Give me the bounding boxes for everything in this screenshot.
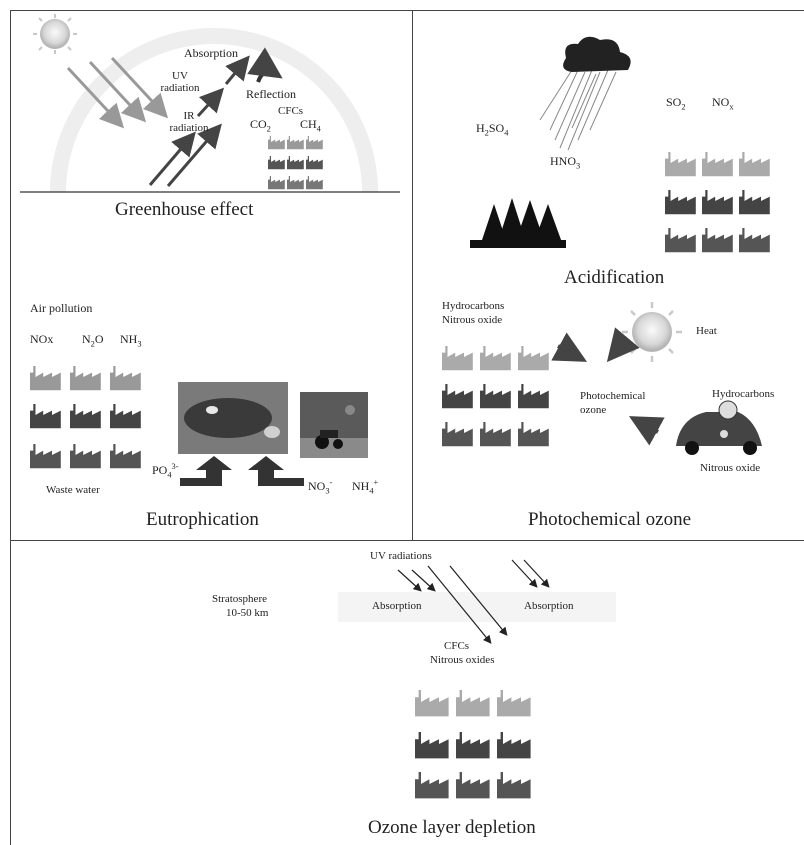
greenhouse-ch4-label: CH4	[300, 117, 321, 134]
eutro-nh3-label: NH3	[120, 332, 142, 349]
uv-text: UV	[172, 70, 188, 82]
ozone-graphic	[338, 559, 616, 799]
ozone-altitude-label: 10-50 km	[226, 607, 269, 619]
greenhouse-co2-label: CO2	[250, 117, 271, 134]
eutrophication-title: Eutrophication	[146, 509, 259, 530]
nh4-text: NH	[352, 479, 370, 493]
outer-border-top	[10, 10, 804, 11]
greenhouse-title: Greenhouse effect	[115, 199, 254, 220]
po4-sub: 4	[167, 470, 172, 480]
no3-text: NO	[308, 479, 326, 493]
nox-text: NO	[712, 95, 730, 109]
nox-sub: x	[729, 102, 734, 112]
photochemical-title: Photochemical ozone	[528, 509, 692, 530]
co2-text: CO	[250, 117, 267, 131]
hno3-sub: 3	[576, 161, 581, 171]
ozone-nitrous-oxides-label: Nitrous oxides	[430, 654, 495, 666]
acidification-graphic	[470, 36, 770, 253]
sun-icon	[33, 14, 77, 54]
ozone-stratosphere-label: Stratosphere	[212, 593, 267, 605]
nh3-sub: 3	[137, 339, 142, 349]
greenhouse-cfcs-label: CFCs	[278, 105, 304, 117]
h2so4-h: H	[476, 121, 485, 135]
ozone-cfcs-label: CFCs	[444, 640, 470, 652]
n2o-o: O	[94, 332, 104, 346]
panel-divider-vertical	[412, 10, 413, 540]
ozone-title: Ozone layer depletion	[368, 817, 536, 838]
photo-photochemical-label: Photochemical	[580, 390, 646, 402]
photo-nitrous-top-label: Nitrous oxide	[442, 314, 503, 326]
greenhouse-graphic	[20, 14, 400, 193]
eutro-nox-label: NOx	[30, 332, 54, 346]
greenhouse-absorption-label: Absorption	[184, 46, 238, 60]
greenhouse-uv-label: UV radiation	[160, 70, 200, 94]
photo-hydrocarbons-car-label: Hydrocarbons	[712, 388, 775, 400]
ir-radiation-text: radiation	[169, 122, 209, 135]
acid-nox-label: NOx	[712, 95, 734, 112]
ozone-absorption-right-label: Absorption	[524, 600, 574, 612]
po4-sup: 3-	[171, 462, 179, 471]
po4-text: PO	[152, 463, 168, 477]
car-icon	[676, 400, 762, 455]
no3-sub: 3	[325, 486, 330, 496]
photo-heat-label: Heat	[696, 325, 717, 337]
factory-icon	[442, 346, 549, 447]
eutro-no3-label: NO3-	[308, 478, 333, 496]
photo-hydrocarbons-top-label: Hydrocarbons	[442, 300, 505, 312]
ozone-uv-radiations-label: UV radiations	[370, 550, 432, 562]
acid-hno3-label: HNO3	[550, 154, 581, 171]
h2so4-so: SO	[488, 121, 505, 135]
acid-h2so4-label: H2SO4	[476, 121, 509, 138]
forest-icon	[470, 198, 566, 248]
factory-icon	[30, 366, 141, 469]
ch4-sub: 4	[316, 124, 321, 134]
greenhouse-reflection-label: Reflection	[246, 87, 296, 101]
photochemical-graphic	[442, 302, 762, 455]
rain-cloud-icon	[539, 36, 631, 151]
co2-sub: 2	[266, 124, 271, 134]
acid-so2-label: SO2	[666, 95, 686, 112]
tractor-icon	[300, 392, 368, 458]
nh4-sub: 4	[369, 486, 374, 496]
sun-icon	[622, 302, 682, 362]
so2-text: SO	[666, 95, 682, 109]
panel-divider-horizontal	[10, 540, 804, 541]
eutro-nh4-label: NH4+	[352, 478, 379, 496]
h2so4-sub2: 4	[504, 128, 509, 138]
nh4-sup: +	[373, 478, 379, 487]
photo-nitrous-car-label: Nitrous oxide	[700, 462, 761, 474]
acidification-title: Acidification	[564, 267, 665, 288]
n2o-sub: 2	[90, 339, 95, 349]
ir-text: IR	[183, 110, 195, 122]
so2-sub: 2	[681, 102, 686, 112]
no3-sup: -	[329, 478, 333, 487]
eutro-air-pollution-label: Air pollution	[30, 301, 93, 315]
h2so4-sub1: 2	[484, 128, 489, 138]
eutro-n2o-label: N2O	[82, 332, 104, 349]
nh3-text: NH	[120, 332, 138, 346]
eutrophication-graphic	[30, 366, 368, 486]
polluted-lake-photo	[178, 382, 288, 454]
ch4-text: CH	[300, 117, 317, 131]
factory-icon	[268, 134, 324, 190]
hno3-text: HNO	[550, 154, 576, 168]
factory-icon	[415, 690, 531, 799]
uv-radiation-text: radiation	[160, 82, 200, 95]
eutro-waste-water-label: Waste water	[46, 484, 100, 496]
ozone-absorption-left-label: Absorption	[372, 600, 422, 612]
photo-ozone-label: ozone	[580, 404, 607, 416]
outer-border-left	[10, 10, 11, 845]
greenhouse-ir-label: IR radiation	[164, 110, 214, 134]
n2o-n: N	[82, 332, 91, 346]
factory-icon	[665, 152, 770, 253]
eutro-po4-label: PO43-	[152, 462, 179, 480]
